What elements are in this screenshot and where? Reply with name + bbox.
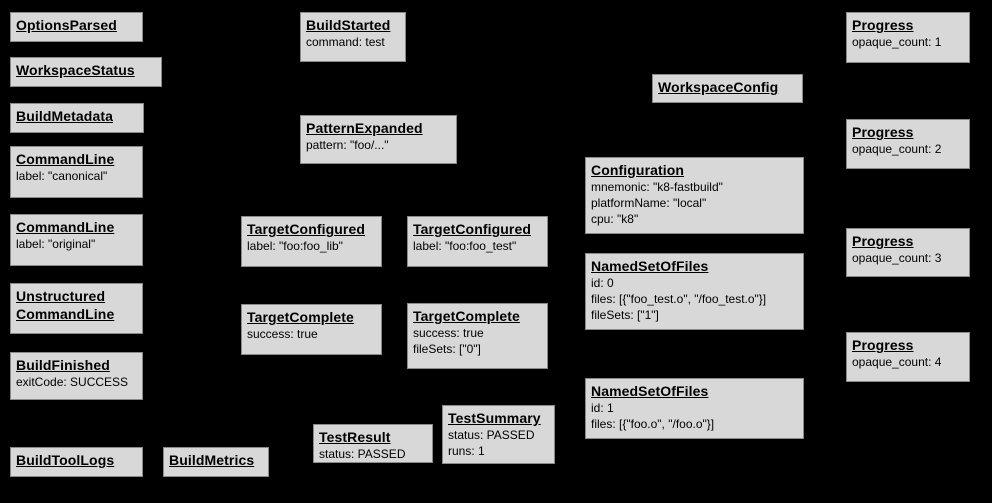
node-detail-line: mnemonic: "k8-fastbuild" [591, 180, 723, 194]
node-detail-line: id: 0 [591, 276, 614, 290]
node-workspace-config: WorkspaceConfig [652, 74, 803, 103]
node-title: BuildToolLogs [16, 452, 115, 468]
node-title: Progress [852, 124, 914, 140]
node-title: NamedSetOfFiles [591, 383, 709, 399]
node-title: BuildFinished [16, 357, 110, 373]
node-title: OptionsParsed [16, 17, 117, 33]
node-title: Progress [852, 337, 914, 353]
node-title: Configuration [591, 162, 685, 178]
node-title: BuildMetrics [169, 452, 255, 468]
node-build-started: BuildStarted command: test [300, 12, 406, 62]
node-detail-line: runs: 1 [448, 444, 485, 458]
node-detail-line: status: PASSED [448, 428, 535, 442]
node-detail-line: label: "original" [16, 237, 96, 251]
node-detail-line: opaque_count: 4 [852, 355, 942, 369]
node-title: CommandLine [16, 151, 115, 167]
node-options-parsed: OptionsParsed [10, 12, 143, 42]
node-build-finished: BuildFinished exitCode: SUCCESS [10, 352, 143, 400]
node-progress-2: Progress opaque_count: 2 [846, 119, 970, 169]
node-detail-line: opaque_count: 1 [852, 35, 942, 49]
node-test-result: TestResult status: PASSED [313, 424, 433, 463]
node-title: TargetComplete [247, 309, 354, 325]
node-detail-line: files: [{"foo.o", "/foo.o"}] [591, 417, 715, 431]
node-title: WorkspaceStatus [16, 62, 135, 78]
node-title: CommandLine [16, 219, 115, 235]
node-title: NamedSetOfFiles [591, 258, 709, 274]
node-detail-line: opaque_count: 2 [852, 142, 942, 156]
node-named-set-of-files-1: NamedSetOfFiles id: 1 files: [{"foo.o", "/… [585, 378, 804, 439]
node-build-metadata: BuildMetadata [10, 103, 144, 133]
node-target-complete-foo-test: TargetComplete success: true fileSets: ["0… [407, 303, 548, 369]
node-title: Unstructured CommandLine [16, 288, 115, 322]
node-detail-line: files: [{"foo_test.o", "/foo_test.o"}] [591, 292, 767, 306]
node-detail-line: success: true [247, 327, 318, 341]
node-title: WorkspaceConfig [658, 79, 779, 95]
node-target-complete-foo-lib: TargetComplete success: true [241, 304, 382, 355]
node-detail-line: label: "foo:foo_lib" [247, 239, 343, 253]
node-command-line-original: CommandLine label: "original" [10, 214, 143, 266]
node-detail-line: pattern: "foo/..." [306, 138, 389, 152]
node-title: TargetComplete [413, 308, 520, 324]
node-command-line-canonical: CommandLine label: "canonical" [10, 146, 143, 198]
node-title: BuildMetadata [16, 108, 113, 124]
node-detail-line: platformName: "local" [591, 196, 707, 210]
node-detail-line: cpu: "k8" [591, 212, 639, 226]
node-detail-line: label: "foo:foo_test" [413, 239, 517, 253]
node-detail-line: id: 1 [591, 401, 614, 415]
node-pattern-expanded: PatternExpanded pattern: "foo/..." [300, 115, 457, 164]
node-title: Progress [852, 17, 914, 33]
node-named-set-of-files-0: NamedSetOfFiles id: 0 files: [{"foo_test.o… [585, 253, 804, 330]
node-detail-line: success: true [413, 326, 484, 340]
node-title: TargetConfigured [413, 221, 532, 237]
node-detail-line: opaque_count: 3 [852, 251, 942, 265]
node-unstructured-command-line: Unstructured CommandLine [10, 283, 143, 334]
node-build-metrics: BuildMetrics [163, 447, 269, 477]
node-progress-4: Progress opaque_count: 4 [846, 332, 970, 382]
node-title: Progress [852, 233, 914, 249]
node-progress-1: Progress opaque_count: 1 [846, 12, 970, 63]
node-build-tool-logs: BuildToolLogs [10, 447, 143, 477]
node-title: BuildStarted [306, 17, 391, 33]
node-workspace-status: WorkspaceStatus [10, 57, 162, 87]
node-title: TestResult [319, 429, 391, 445]
node-test-summary: TestSummary status: PASSED runs: 1 [442, 405, 555, 464]
node-detail-line: fileSets: ["1"] [591, 308, 659, 322]
node-target-configured-foo-lib: TargetConfigured label: "foo:foo_lib" [241, 216, 382, 267]
node-title: PatternExpanded [306, 120, 423, 136]
node-title: TargetConfigured [247, 221, 366, 237]
node-detail-line: status: PASSED [319, 447, 406, 461]
node-title: TestSummary [448, 410, 541, 426]
node-detail-line: fileSets: ["0"] [413, 342, 481, 356]
node-target-configured-foo-test: TargetConfigured label: "foo:foo_test" [407, 216, 548, 267]
node-detail-line: exitCode: SUCCESS [16, 375, 129, 389]
node-configuration: Configuration mnemonic: "k8-fastbuild" pla… [585, 157, 804, 234]
node-detail-line: label: "canonical" [16, 169, 108, 183]
node-detail-line: command: test [306, 35, 385, 49]
node-progress-3: Progress opaque_count: 3 [846, 228, 970, 277]
